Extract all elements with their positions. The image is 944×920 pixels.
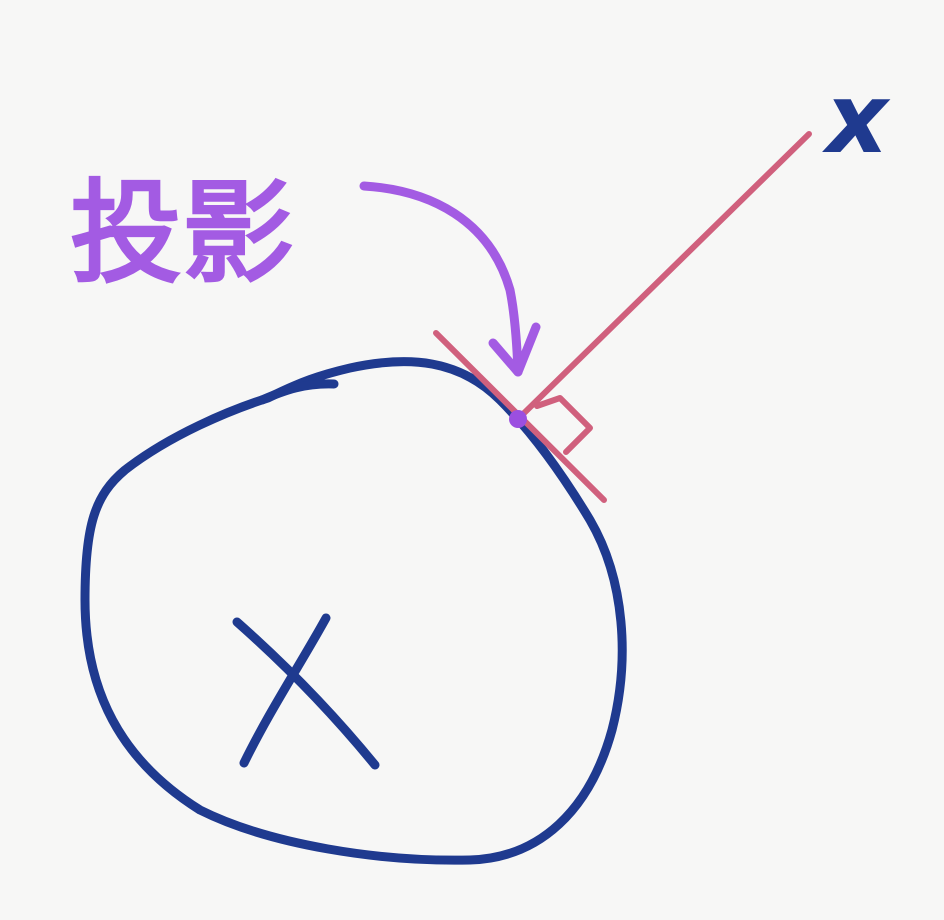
projection-label: 投影 — [70, 169, 294, 299]
convex-set-boundary — [80, 357, 627, 865]
point-label-x: x — [822, 63, 891, 175]
projection-segment — [515, 131, 812, 422]
right-angle-marker-icon — [534, 395, 593, 455]
set-label-X — [232, 613, 380, 770]
boundary-overlap-stroke — [257, 379, 339, 405]
curved-arrow-icon — [359, 181, 523, 377]
projection-point — [509, 410, 527, 428]
arrow-head — [488, 322, 541, 377]
